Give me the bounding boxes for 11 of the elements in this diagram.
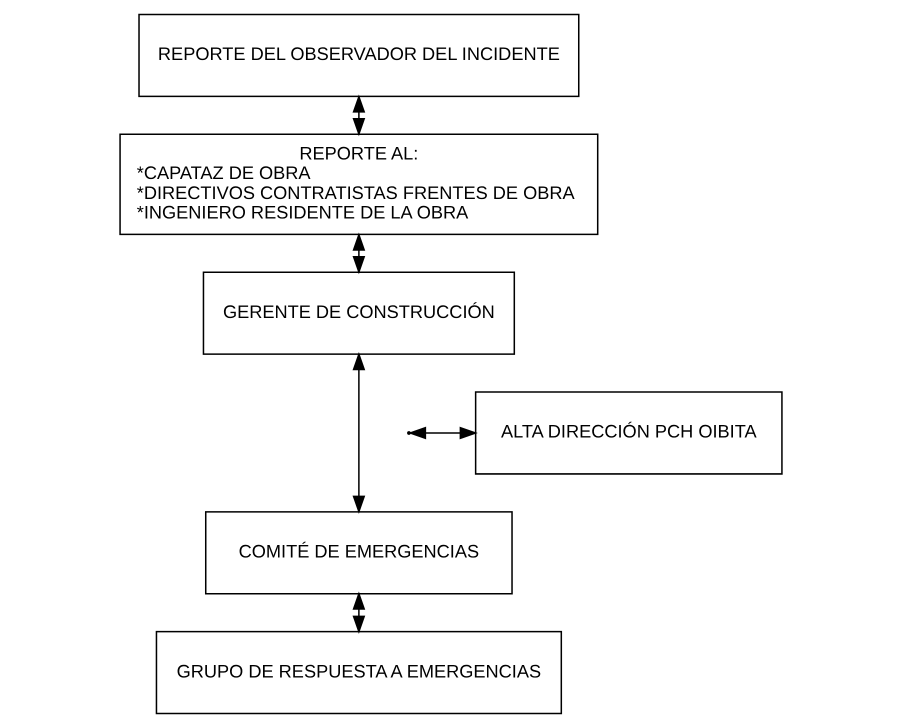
- arrow: [352, 352, 365, 514]
- node-box: GRUPO DE RESPUESTA A EMERGENCIAS: [155, 630, 562, 714]
- arrow: [352, 232, 365, 274]
- node-box: REPORTE DEL OBSERVADOR DEL INCIDENTE: [138, 14, 579, 98]
- arrow: [352, 94, 365, 136]
- node-box: COMITÉ DE EMERGENCIAS: [204, 511, 512, 594]
- arrow: [407, 426, 478, 440]
- node-box: REPORTE AL: *CAPATAZ DE OBRA *DIRECTIVOS CONTRATISTAS FRENTES DE OBRA *INGENIERO RESIDENTE DE LA OBRA: [118, 134, 598, 236]
- node-box: GERENTE DE CONSTRUCCIÓN: [202, 272, 515, 355]
- arrow: [352, 592, 365, 634]
- node-box: ALTA DIRECCIÓN PCH OIBITA: [474, 391, 782, 475]
